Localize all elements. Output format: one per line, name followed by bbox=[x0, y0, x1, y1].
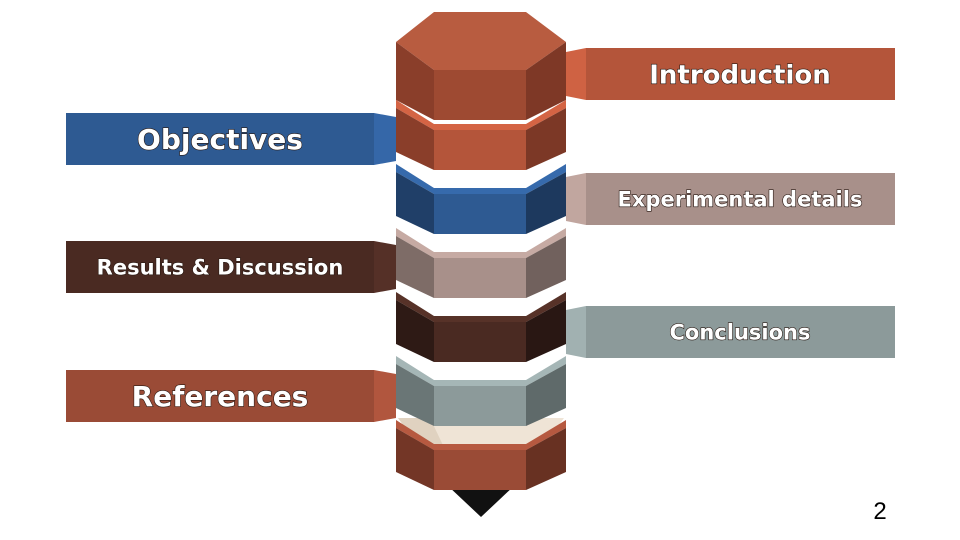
banner-experimental-details: Experimental details bbox=[566, 173, 895, 225]
banner-body bbox=[66, 241, 374, 293]
pencil-segment-left-face bbox=[396, 236, 434, 298]
pencil-segment-right-face bbox=[526, 428, 566, 490]
pencil-cap-right-face bbox=[526, 42, 566, 120]
pencil-segment-right-face bbox=[526, 300, 566, 362]
banner-connector bbox=[566, 173, 586, 225]
pencil-segment-right-face bbox=[526, 108, 566, 170]
pencil-segment-front-face bbox=[434, 386, 526, 426]
banner-conclusions: Conclusions bbox=[566, 306, 895, 358]
pencil-segment-right-face bbox=[526, 364, 566, 426]
banner-label-references: References bbox=[132, 380, 309, 413]
banner-references: References bbox=[66, 370, 396, 422]
banner-connector bbox=[566, 306, 586, 358]
banner-label-experimental-details: Experimental details bbox=[618, 188, 863, 212]
banner-connector bbox=[374, 113, 396, 165]
pencil-segment-front-face bbox=[434, 130, 526, 170]
pencil-segment-rim bbox=[396, 100, 566, 130]
pencil-segment-objectives bbox=[396, 164, 566, 234]
pencil-segment-right-face bbox=[526, 236, 566, 298]
pencil-segment-left-face bbox=[396, 428, 434, 490]
pencil-cap-left-face bbox=[396, 42, 434, 120]
pencil-cap-front-face bbox=[434, 70, 526, 120]
pencil-segment-left-face bbox=[396, 364, 434, 426]
banner-body bbox=[586, 173, 895, 225]
pencil-segment-right-face bbox=[526, 172, 566, 234]
pencil-segment-rim bbox=[396, 420, 566, 450]
pencil-segment-results-discussion bbox=[396, 292, 566, 362]
banner-connector bbox=[374, 241, 396, 293]
pencil-segment-front-face bbox=[434, 322, 526, 362]
banner-body bbox=[66, 113, 374, 165]
pencil-lead bbox=[447, 485, 515, 517]
banner-body bbox=[586, 306, 895, 358]
banner-label-objectives: Objectives bbox=[137, 123, 303, 156]
page-number: 2 bbox=[873, 498, 887, 525]
banner-body bbox=[66, 370, 374, 422]
pencil-segment-experimental-details bbox=[396, 228, 566, 298]
pencil-cap bbox=[396, 12, 566, 120]
pencil-segment-introduction bbox=[396, 100, 566, 170]
banner-label-introduction: Introduction bbox=[649, 60, 831, 90]
banner-connector bbox=[566, 48, 586, 100]
pencil-segment-left-face bbox=[396, 108, 434, 170]
banner-label-conclusions: Conclusions bbox=[670, 321, 811, 345]
pencil-cap-top bbox=[396, 12, 566, 70]
pencil-segment-rim bbox=[396, 292, 566, 322]
banner-connector bbox=[374, 370, 396, 422]
pencil-body bbox=[396, 100, 566, 490]
pencil-segment-front-face bbox=[434, 194, 526, 234]
banner-introduction: Introduction bbox=[566, 48, 895, 100]
pencil-segment-references bbox=[396, 420, 566, 490]
banner-label-results-discussion: Results & Discussion bbox=[97, 256, 344, 280]
banner-objectives: Objectives bbox=[66, 113, 396, 165]
pencil-segment-front-face bbox=[434, 258, 526, 298]
banner-body bbox=[586, 48, 895, 100]
pencil-segment-left-face bbox=[396, 300, 434, 362]
pencil-segment-rim bbox=[396, 164, 566, 194]
pencil-segment-rim bbox=[396, 356, 566, 386]
banner-results-discussion: Results & Discussion bbox=[66, 241, 396, 293]
pencil-segment-conclusions bbox=[396, 356, 566, 426]
pencil-segment-front-face bbox=[434, 450, 526, 490]
pencil-segment-left-face bbox=[396, 172, 434, 234]
pencil-segment-rim bbox=[396, 228, 566, 258]
